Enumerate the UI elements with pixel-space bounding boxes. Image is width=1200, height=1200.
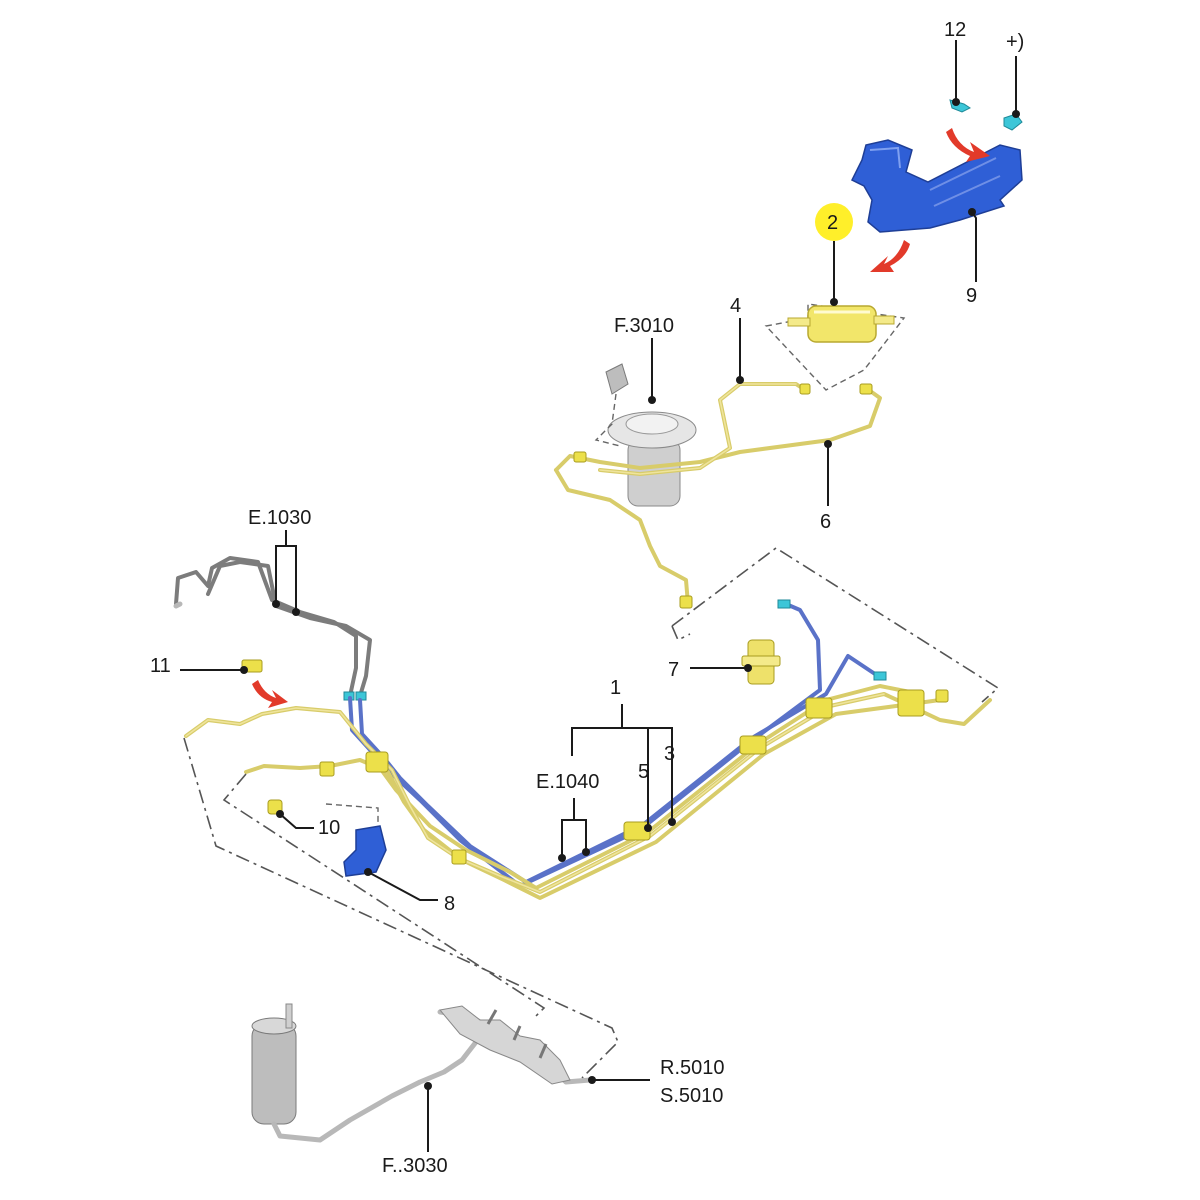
label-part-2: 2: [827, 212, 838, 234]
label-ref-e1040: E.1040: [536, 771, 599, 793]
assembly-boundary-left: [183, 737, 619, 1079]
label-plus: +): [1006, 31, 1024, 53]
pump-link-dashed: [594, 393, 621, 447]
arrow-icon-to-bracket: [946, 128, 990, 162]
label-part-4: 4: [730, 295, 741, 317]
label-part-7: 7: [668, 659, 679, 681]
fuel-line-3: [244, 698, 942, 900]
label-part-5: 5: [638, 761, 649, 783]
label-part-1: 1: [610, 677, 621, 699]
label-part-10: 10: [318, 817, 340, 839]
label-part-9: 9: [966, 285, 977, 307]
label-ref-f3010: F.3010: [614, 315, 674, 337]
mounting-bracket-icon: [850, 139, 1023, 233]
brake-line-e1030-a: [174, 556, 358, 698]
arrow-icon-to-line: [252, 680, 288, 708]
fuel-filter-icon: [787, 305, 895, 343]
label-ref-r5010: R.5010: [660, 1057, 725, 1079]
bracket-icon: [343, 825, 387, 877]
vent-line-f3030: [271, 1039, 479, 1143]
fuel-line-pump-down: [554, 468, 690, 606]
label-part-8: 8: [444, 893, 455, 915]
fuel-line-5: [378, 684, 912, 890]
label-ref-f3030: F..3030: [382, 1155, 448, 1177]
label-ref-e1030: E.1030: [248, 507, 311, 529]
label-ref-s5010: S.5010: [660, 1085, 723, 1107]
assembly-boundary-inner: [222, 773, 546, 1019]
label-part-6: 6: [820, 511, 831, 533]
connector-icon: [741, 639, 781, 685]
highlight-badge-part-2: [815, 203, 853, 241]
label-part-12: 12: [944, 19, 966, 41]
label-part-11: 11: [150, 655, 171, 677]
arrow-icon-to-filter: [870, 240, 910, 272]
rail-connector-icon: [439, 1005, 571, 1085]
assembly-boundary-right: [671, 547, 1000, 703]
label-part-3: 3: [664, 743, 675, 765]
charcoal-canister-icon: [251, 1003, 297, 1125]
